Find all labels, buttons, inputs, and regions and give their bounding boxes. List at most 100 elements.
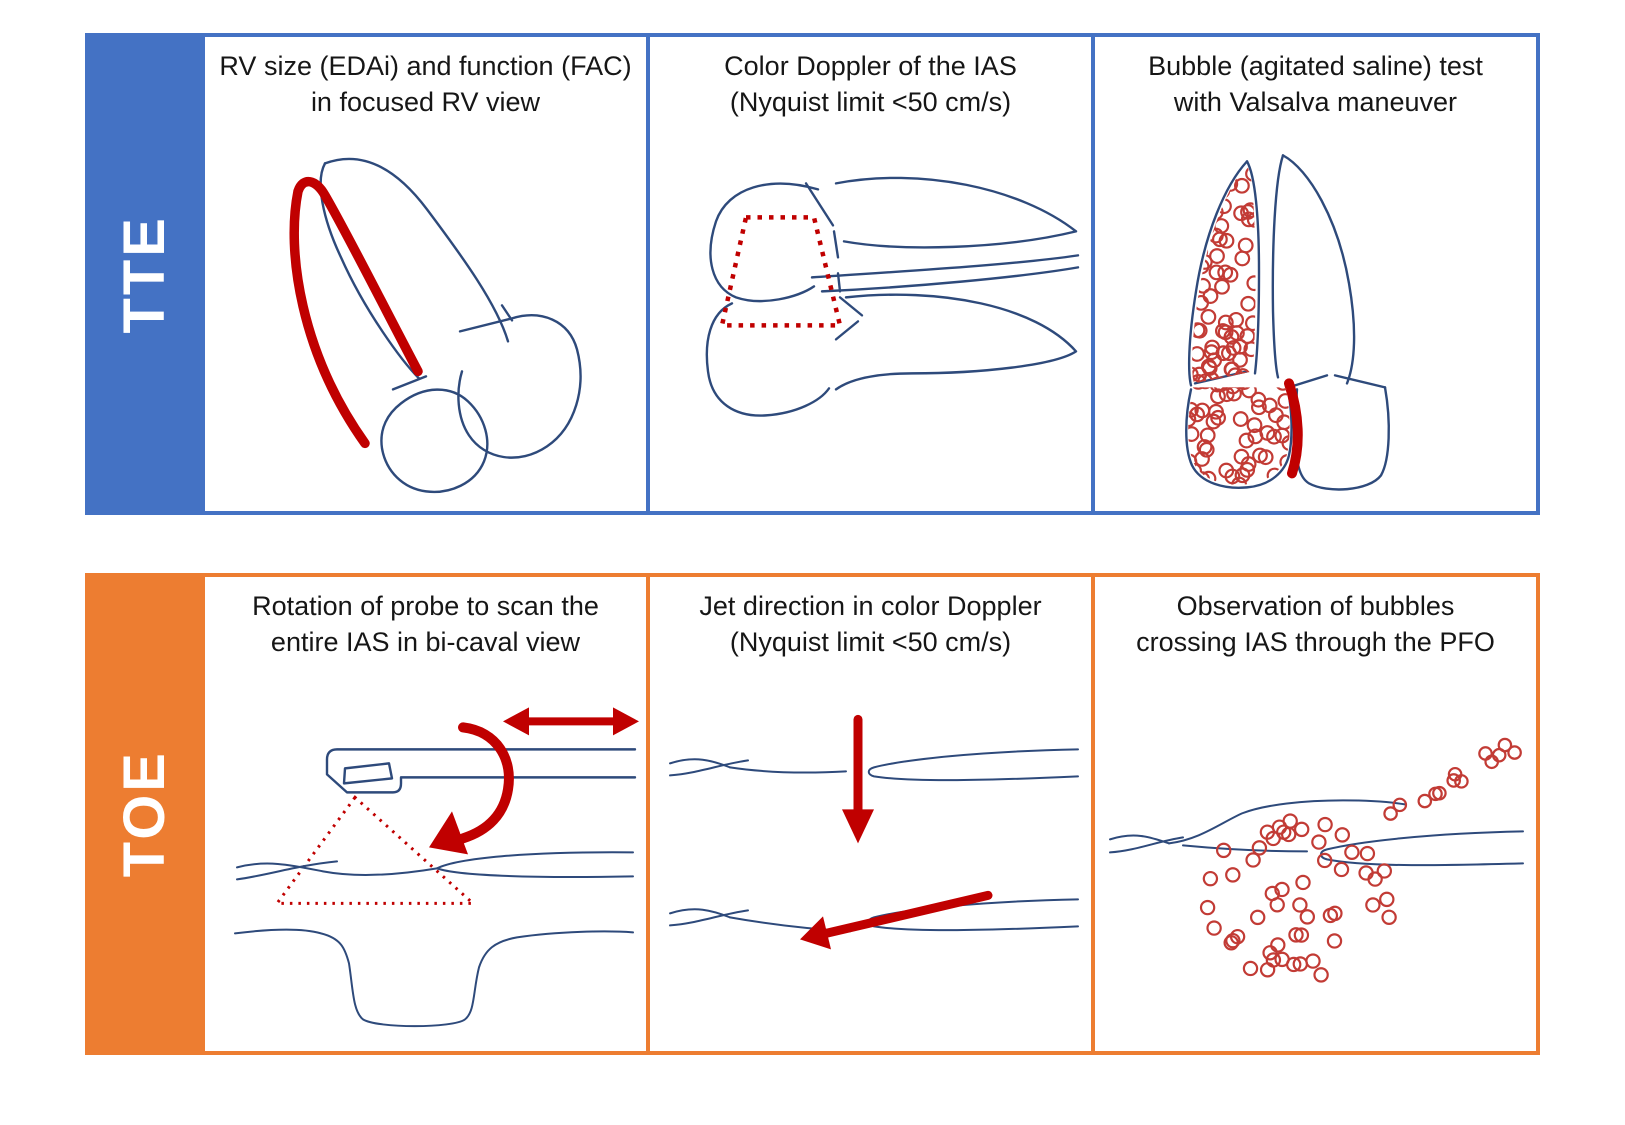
panel-title-line: crossing IAS through the PFO <box>1136 626 1495 657</box>
bubble <box>1242 961 1259 977</box>
bubble <box>1334 827 1350 843</box>
toe-row: TOE Rotation of probe to scan the entire… <box>85 573 1540 1055</box>
bubble <box>1210 410 1226 426</box>
bubble <box>1417 794 1433 809</box>
jet-direction-drawing <box>669 715 1079 950</box>
bubble <box>1484 754 1499 770</box>
bubble <box>1199 900 1216 916</box>
perpendicular-jet-arrow <box>842 715 874 844</box>
bubble <box>1203 344 1220 361</box>
bubble <box>1215 842 1232 859</box>
bubble <box>1274 882 1290 898</box>
bubble <box>1196 439 1213 456</box>
bubble <box>1241 382 1257 399</box>
bubbles-cloud <box>1199 738 1522 983</box>
bubble <box>1202 288 1219 305</box>
bubble <box>1383 806 1398 822</box>
bubble <box>1228 312 1245 329</box>
bubble <box>1313 967 1329 983</box>
bubble <box>1218 462 1235 479</box>
rv-focused-view-drawing <box>289 158 582 494</box>
panel-probe-rotation: Rotation of probe to scan the entire IAS… <box>201 577 646 1051</box>
bubble <box>1232 411 1249 428</box>
bubble <box>1367 871 1383 888</box>
bubble <box>1197 163 1213 176</box>
bubble <box>1317 817 1333 833</box>
bubble <box>1214 323 1231 340</box>
bubble <box>1233 372 1250 389</box>
bubble <box>1249 909 1266 926</box>
ias-outline <box>236 851 634 881</box>
tte-row: TTE RV size (EDAi) and function (FAC) in… <box>85 33 1540 515</box>
panel-title: Jet direction in color Doppler (Nyquist … <box>650 577 1091 660</box>
bubble <box>1202 871 1219 887</box>
bubble <box>1206 920 1222 937</box>
bubble <box>1379 891 1395 908</box>
bubble <box>1237 237 1254 254</box>
bubble <box>1225 867 1241 883</box>
bubble <box>1205 413 1222 430</box>
panel-title: Rotation of probe to scan the entire IAS… <box>205 577 646 660</box>
bubble <box>1299 909 1315 925</box>
toe-probe <box>325 748 637 794</box>
panel-title: Bubble (agitated saline) test with Valsa… <box>1095 37 1536 120</box>
bubble <box>1188 426 1200 443</box>
bubble <box>1259 962 1276 978</box>
bubble <box>1277 393 1290 410</box>
bubble <box>1194 402 1211 419</box>
tte-row-label: TTE <box>112 214 177 334</box>
bubble <box>1198 171 1215 187</box>
bubble <box>1208 171 1225 188</box>
panel-title: Observation of bubbles crossing IAS thro… <box>1095 577 1536 660</box>
ias-red-arc <box>1284 378 1303 479</box>
bubble <box>1251 840 1268 856</box>
bubble <box>1432 786 1447 801</box>
bubble <box>1214 279 1230 295</box>
rotation-arrow <box>429 722 514 855</box>
bubble <box>1365 897 1381 913</box>
bubble <box>1220 345 1237 362</box>
bubble <box>1381 909 1397 926</box>
panel-title-line: with Valsalva maneuver <box>1173 86 1458 117</box>
bubble <box>1261 397 1278 414</box>
bubble <box>1246 212 1263 229</box>
rv-red-outline <box>289 177 423 449</box>
panel-title-line: (Nyquist limit <50 cm/s) <box>729 86 1012 117</box>
bubble <box>1240 456 1257 473</box>
panel-jet-direction: Jet direction in color Doppler (Nyquist … <box>646 577 1091 1051</box>
bubble <box>1250 399 1267 416</box>
bubble <box>1293 927 1310 944</box>
panel-title-line: Rotation of probe to scan the <box>252 591 599 621</box>
bubble <box>1316 853 1333 869</box>
bubble <box>1209 248 1225 265</box>
bubble <box>1218 233 1235 249</box>
bubble <box>1292 956 1308 972</box>
ias-outline <box>1109 799 1524 867</box>
panel-bubbles-crossing: Observation of bubbles crossing IAS thro… <box>1091 577 1536 1051</box>
bubble <box>1264 886 1280 902</box>
bubble <box>1311 834 1327 851</box>
bubble <box>1280 827 1297 843</box>
bubble <box>1497 738 1513 753</box>
panel-bubble-test: Bubble (agitated saline) test with Valsa… <box>1091 37 1536 511</box>
panel-title-line: RV size (EDAi) and function (FAC) <box>219 51 632 81</box>
bubble <box>1271 819 1288 836</box>
bubble <box>1239 462 1256 479</box>
bubble <box>1276 414 1290 431</box>
bubble <box>1188 476 1197 485</box>
bubble <box>1189 346 1205 363</box>
bubble <box>1267 407 1284 424</box>
bubble <box>1198 442 1215 458</box>
panel-title-line: (Nyquist limit <50 cm/s) <box>729 626 1012 657</box>
ias-outline-top <box>669 748 1079 782</box>
bubble <box>1376 863 1392 879</box>
bubble <box>1446 773 1461 789</box>
bubble <box>1233 178 1250 194</box>
bubble <box>1217 314 1234 331</box>
tte-label-strip: TTE <box>89 37 201 511</box>
bubble <box>1293 821 1310 838</box>
bubble <box>1205 194 1222 211</box>
bubble <box>1447 767 1463 782</box>
panel-title-line: Jet direction in color Doppler <box>699 591 1042 621</box>
bubble <box>1238 432 1255 449</box>
